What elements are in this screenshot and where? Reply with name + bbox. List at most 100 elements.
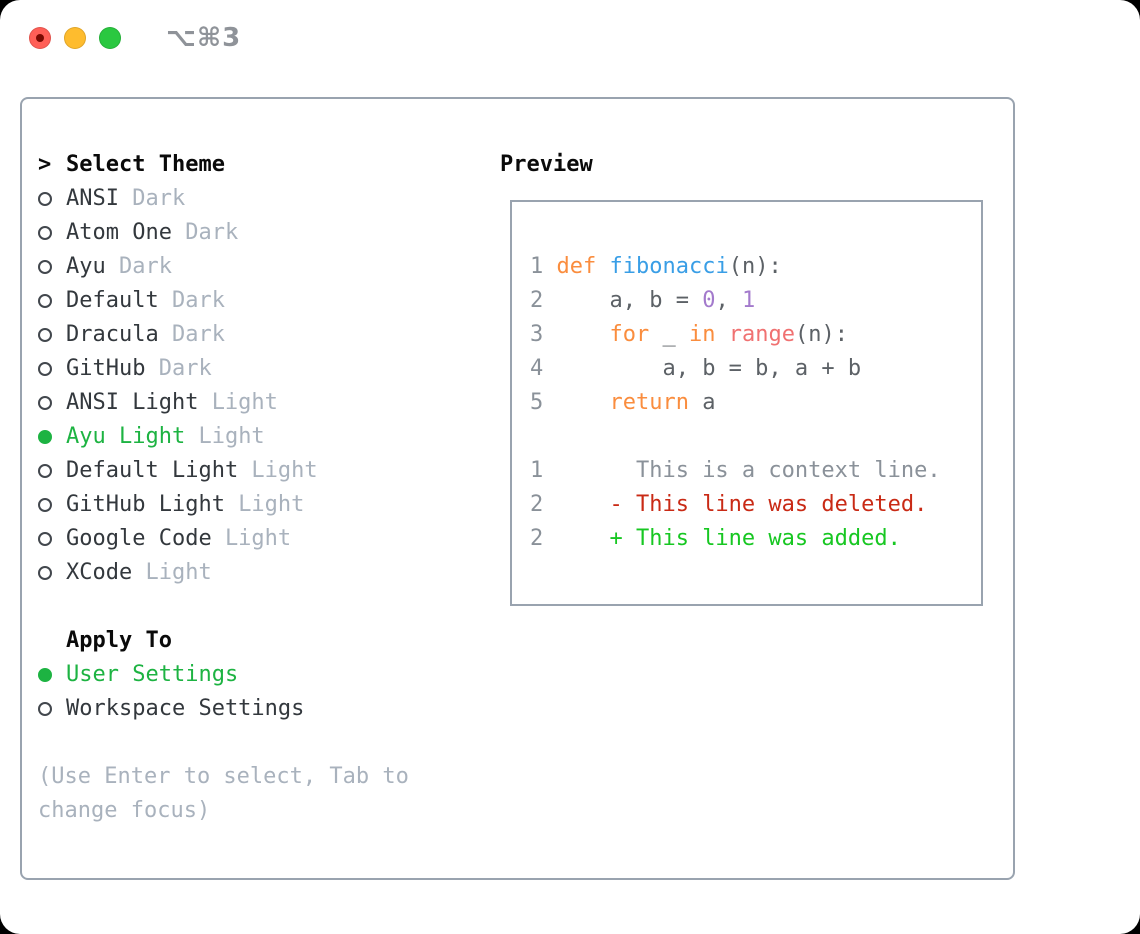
theme-option-label: ANSI Light (66, 390, 199, 415)
theme-option[interactable]: GitHub Dark (38, 352, 409, 386)
code-line: 2 - This line was deleted. (530, 488, 941, 522)
code-line: 1 This is a context line. (530, 454, 941, 488)
apply-option-label: Workspace Settings (66, 696, 305, 721)
code-segment: def (556, 254, 597, 279)
code-segment: return (609, 390, 689, 415)
code-segment (715, 322, 728, 347)
radio-icon (38, 396, 52, 410)
code-segment: 0 (702, 288, 716, 313)
code-line: 4 a, b = b, a + b (530, 352, 941, 386)
code-line: 5 return a (530, 386, 941, 420)
zoom-button[interactable] (99, 27, 121, 49)
theme-variant-label: Light (198, 424, 265, 449)
radio-selected-icon (38, 668, 52, 682)
preview-title: Preview (500, 152, 593, 177)
theme-option-label: GitHub (66, 356, 146, 381)
apply-option[interactable]: User Settings (38, 658, 409, 692)
code-segment: a, b = b, a + b (543, 356, 862, 381)
radio-icon (38, 192, 52, 206)
theme-option[interactable]: Default Light Light (38, 454, 409, 488)
code-segment: for (609, 322, 650, 347)
code-segment: in (688, 322, 716, 347)
theme-variant-label: Light (251, 458, 318, 483)
select-theme-title: Select Theme (66, 152, 225, 177)
theme-variant-label: Light (211, 390, 278, 415)
theme-option-label: Google Code (66, 526, 212, 551)
code-line: 3 for _ in range(n): (530, 318, 941, 352)
theme-variant-label: Dark (118, 254, 172, 279)
apply-to-title: Apply To (66, 628, 172, 653)
theme-option[interactable]: Ayu Dark (38, 250, 409, 284)
theme-variant-label: Dark (132, 186, 186, 211)
code-segment: (n): (794, 322, 848, 347)
code-segment: (n): (728, 254, 782, 279)
code-segment: _ (649, 322, 689, 347)
theme-option[interactable]: Default Dark (38, 284, 409, 318)
theme-variant-label: Light (145, 560, 212, 585)
radio-icon (38, 226, 52, 240)
code-segment: range (728, 322, 795, 347)
theme-option-label: Ayu (66, 254, 106, 279)
code-line: 2 a, b = 0, 1 (530, 284, 941, 318)
code-segment: 1 (741, 288, 756, 313)
minimize-button[interactable] (64, 27, 86, 49)
line-number: 3 (530, 322, 544, 347)
code-segment: - This line was deleted. (543, 492, 928, 517)
line-number: 5 (530, 390, 544, 415)
apply-option[interactable]: Workspace Settings (38, 692, 409, 726)
radio-icon (38, 702, 52, 716)
hint-text-line-1: (Use Enter to select, Tab to (38, 764, 409, 789)
theme-variant-label: Dark (158, 356, 212, 381)
theme-variant-label: Dark (171, 288, 225, 313)
code-segment: , (715, 288, 742, 313)
code-line: 2 + This line was added. (530, 522, 941, 556)
hint-text-line-2: change focus) (38, 798, 211, 823)
code-segment: fibonacci (609, 254, 729, 279)
radio-icon (38, 464, 52, 478)
code-line (530, 420, 941, 454)
theme-option-label: Default Light (66, 458, 239, 483)
spacer (38, 726, 409, 760)
theme-variant-label: Dark (185, 220, 239, 245)
theme-option-label: Default (66, 288, 159, 313)
code-segment: a (688, 390, 716, 415)
line-number: 1 (530, 458, 544, 483)
radio-icon (38, 498, 52, 512)
theme-option-label: Atom One (66, 220, 172, 245)
theme-variant-label: Dark (171, 322, 225, 347)
radio-icon (38, 362, 52, 376)
theme-option-label: Dracula (66, 322, 159, 347)
theme-option[interactable]: XCode Light (38, 556, 409, 590)
radio-selected-icon (38, 430, 52, 444)
window-title: ⌥⌘3 (166, 23, 242, 53)
theme-option[interactable]: ANSI Light Light (38, 386, 409, 420)
select-theme-header: > Select Theme (38, 148, 409, 182)
spacer (38, 590, 409, 624)
apply-to-header: Apply To (38, 624, 409, 658)
theme-variant-label: Light (238, 492, 305, 517)
line-number: 4 (530, 356, 544, 381)
radio-icon (38, 260, 52, 274)
code-segment: + This line was added. (543, 526, 901, 551)
code-segment (543, 322, 609, 347)
code-segment (543, 390, 609, 415)
code-line: 1 def fibonacci(n): (530, 250, 941, 284)
code-segment: This is a context line. (543, 458, 941, 483)
theme-option-label: XCode (66, 560, 133, 585)
close-button[interactable] (29, 27, 51, 49)
radio-icon (38, 294, 52, 308)
radio-icon (38, 328, 52, 342)
radio-icon (38, 566, 52, 580)
radio-icon (38, 532, 52, 546)
theme-option[interactable]: Dracula Dark (38, 318, 409, 352)
theme-option[interactable]: Atom One Dark (38, 216, 409, 250)
